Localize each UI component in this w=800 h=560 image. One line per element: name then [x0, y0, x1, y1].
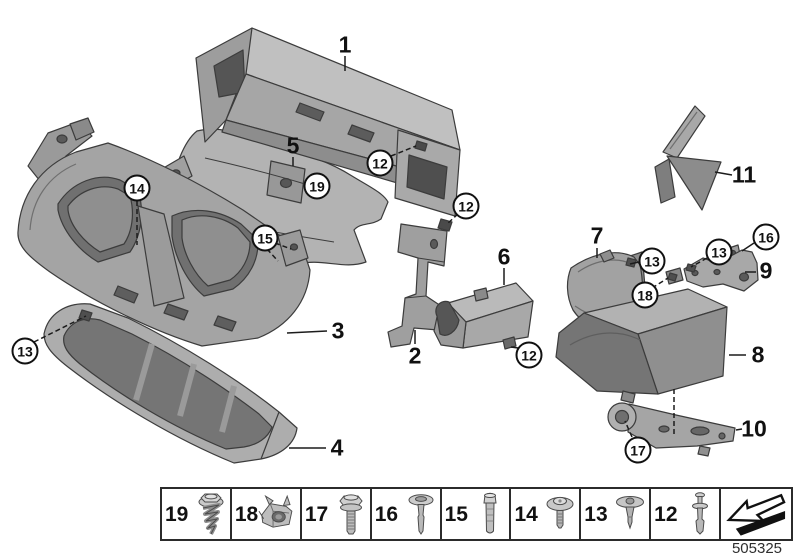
callout-part-1[interactable]: 1 [338, 31, 352, 58]
cage-nut-icon [258, 494, 293, 528]
callout-fastener-15[interactable]: 15 [251, 224, 279, 252]
fastener-number: 15 [444, 502, 468, 526]
fastener-number: 19 [165, 502, 189, 526]
part-10-drawing [607, 402, 736, 457]
callout-part-4[interactable]: 4 [330, 434, 344, 461]
callout-fastener-14[interactable]: 14 [123, 174, 151, 202]
callout-fastener-19[interactable]: 19 [303, 172, 331, 200]
callout-part-6[interactable]: 6 [497, 243, 511, 270]
fastener-cell-16[interactable]: 16 [372, 489, 442, 539]
fastener-cell-18[interactable]: 18 [232, 489, 302, 539]
fastener-cell-17[interactable]: 17 [302, 489, 372, 539]
callout-fastener-13-c[interactable]: 13 [705, 238, 733, 266]
fastener-cell-12[interactable]: 12 [651, 489, 722, 539]
flat-washer-rivet-icon [408, 494, 434, 535]
diagram-number: 505325 [731, 540, 783, 557]
callout-part-2[interactable]: 2 [408, 342, 422, 369]
fastener-legend: 19 18 17 [160, 487, 793, 541]
fastener-number: 16 [374, 502, 399, 526]
part-6-drawing [433, 282, 534, 350]
blind-rivet-icon [692, 492, 709, 535]
washer-head-screw-icon [546, 496, 574, 529]
fastener-number: 17 [304, 502, 329, 526]
callout-fastener-18[interactable]: 18 [631, 281, 659, 309]
callout-part-9[interactable]: 9 [759, 257, 773, 284]
callout-part-11[interactable]: 11 [731, 161, 757, 188]
fastener-cell-15[interactable]: 15 [442, 489, 512, 539]
callout-fastener-12-b[interactable]: 12 [452, 192, 480, 220]
coarse-thread-screw-icon [198, 493, 224, 535]
part-8-drawing [555, 267, 728, 404]
pan-head-screw-icon [483, 492, 498, 534]
fastener-number: 14 [514, 502, 538, 526]
callout-fastener-16[interactable]: 16 [752, 223, 780, 251]
fastener-cell-13[interactable]: 13 [581, 489, 652, 539]
callout-fastener-13-b[interactable]: 13 [638, 247, 666, 275]
part-4-drawing [43, 303, 298, 464]
direction-arrow-cell [721, 489, 791, 539]
callout-fastener-12-c[interactable]: 12 [515, 341, 543, 369]
part-11-drawing [654, 105, 722, 211]
callout-part-10[interactable]: 10 [741, 415, 767, 442]
hex-flange-bolt-icon [339, 494, 363, 535]
fastener-number: 13 [584, 502, 608, 526]
part-1-drawing [195, 27, 461, 232]
fastener-cell-14[interactable]: 14 [511, 489, 582, 539]
callout-part-7[interactable]: 7 [590, 222, 604, 249]
callout-fastener-12-a[interactable]: 12 [366, 149, 394, 177]
callout-fastener-17[interactable]: 17 [624, 436, 652, 464]
front-direction-arrow-icon [726, 493, 786, 536]
callout-part-8[interactable]: 8 [751, 341, 765, 368]
callout-fastener-13-a[interactable]: 13 [11, 337, 39, 365]
part-2-drawing [387, 223, 448, 348]
part-3-drawing [17, 117, 311, 347]
expanding-rivet-icon [616, 496, 645, 530]
callout-part-3[interactable]: 3 [331, 317, 345, 344]
fastener-number: 18 [234, 502, 259, 526]
fastener-number: 12 [654, 502, 678, 526]
leader-lines [33, 56, 756, 449]
fastener-cell-19[interactable]: 19 [162, 489, 232, 539]
callout-part-5[interactable]: 5 [286, 132, 300, 159]
